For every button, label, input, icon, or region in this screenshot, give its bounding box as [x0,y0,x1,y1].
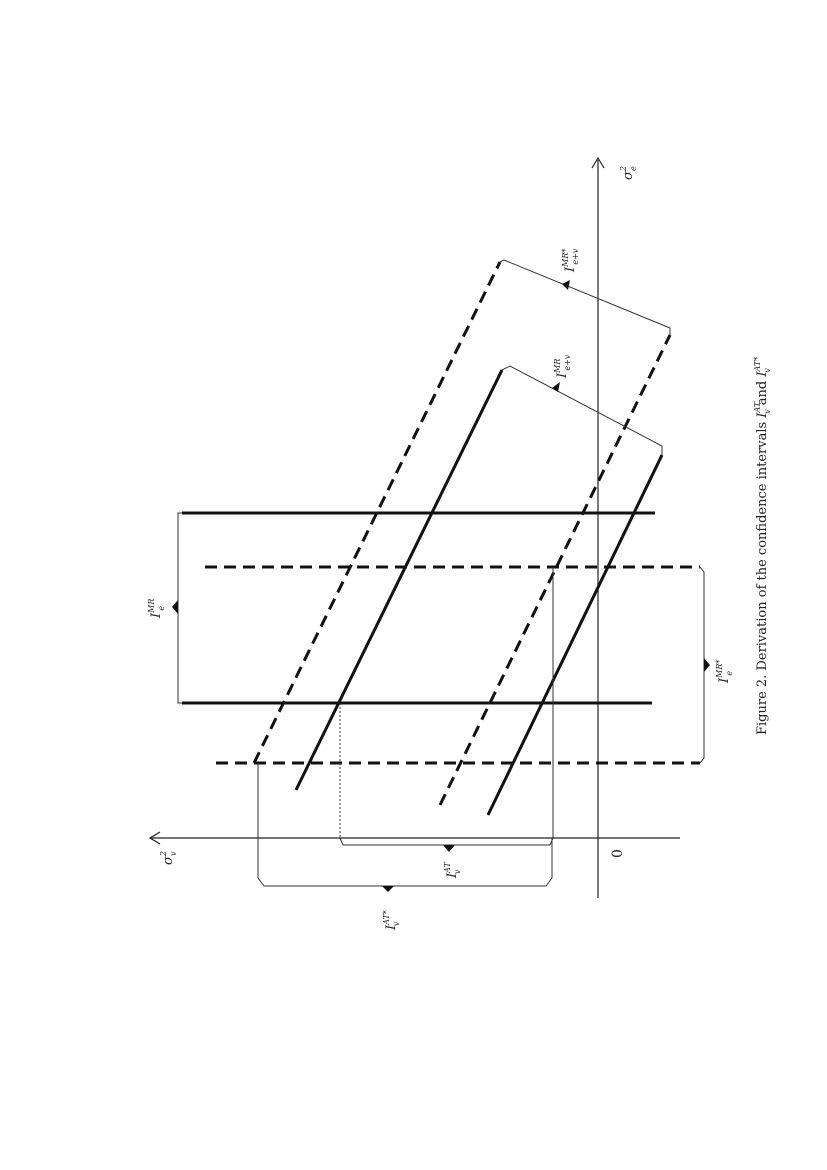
horizontal-axis-label: σ2v [159,851,178,865]
iepv-mr-label: IMRe+v [553,354,572,379]
iepv-mr-star-bracket-marker [562,280,570,290]
ie-mr-bracket [177,512,182,704]
vertical-axis-label: σ2e [619,166,638,180]
ie-mr-bracket-marker [172,600,178,614]
iepv-mr-star-label: IMR*e+v [561,248,580,273]
iepv-mr-star-bracket [499,259,671,335]
iepv-mr-solid-line-lower [486,454,664,816]
iepv-lines [252,261,672,816]
ie-mr-star-label: IMR*e [715,660,734,684]
labels: 0 σ2v σ2e IMRe IMR*e IMRe+v IMR*e+v IATv… [147,166,772,931]
horizontal-axis-arrow [148,831,161,845]
svg-text:σ2e: σ2e [619,166,638,180]
ie-lines [182,511,700,765]
axes [148,156,680,898]
iepv-mr-star-dashed-line-lower [438,334,672,806]
svg-text:IMR*e+v: IMR*e+v [561,248,580,273]
origin-label: 0 [610,849,626,858]
ie-mr-label: IMRe [147,599,166,619]
iepv-mr-bracket [501,365,663,455]
iv-at-star-label: IAT*v [382,910,401,931]
svg-text:Figure 2. Derivation of the co: Figure 2. Derivation of the confidence i… [753,357,772,735]
svg-text:IMRe: IMRe [147,599,166,619]
svg-text:IATv: IATv [443,862,462,879]
iv-at-label: IATv [443,862,462,879]
iepv-mr-star-dashed-line-upper [252,261,502,764]
svg-text:IMRe+v: IMRe+v [553,354,572,379]
svg-text:IMR*e: IMR*e [715,660,734,684]
iepv-mr-bracket-marker [552,382,560,392]
iv-at-bracket-marker [443,845,455,852]
iepv-mr-solid-line-upper [294,369,504,791]
ie-mr-star-bracket [699,566,705,764]
svg-text:IAT*v: IAT*v [382,910,401,931]
ie-mr-star-bracket-marker [704,658,710,672]
brackets [172,259,710,892]
iv-at-star-bracket [257,877,553,887]
iv-at-star-bracket-marker [382,886,394,892]
svg-text:σ2v: σ2v [159,851,178,865]
vertical-axis-arrow [591,156,605,169]
figure-caption: Figure 2. Derivation of the confidence i… [753,357,772,735]
iv-at-bracket [339,837,554,846]
